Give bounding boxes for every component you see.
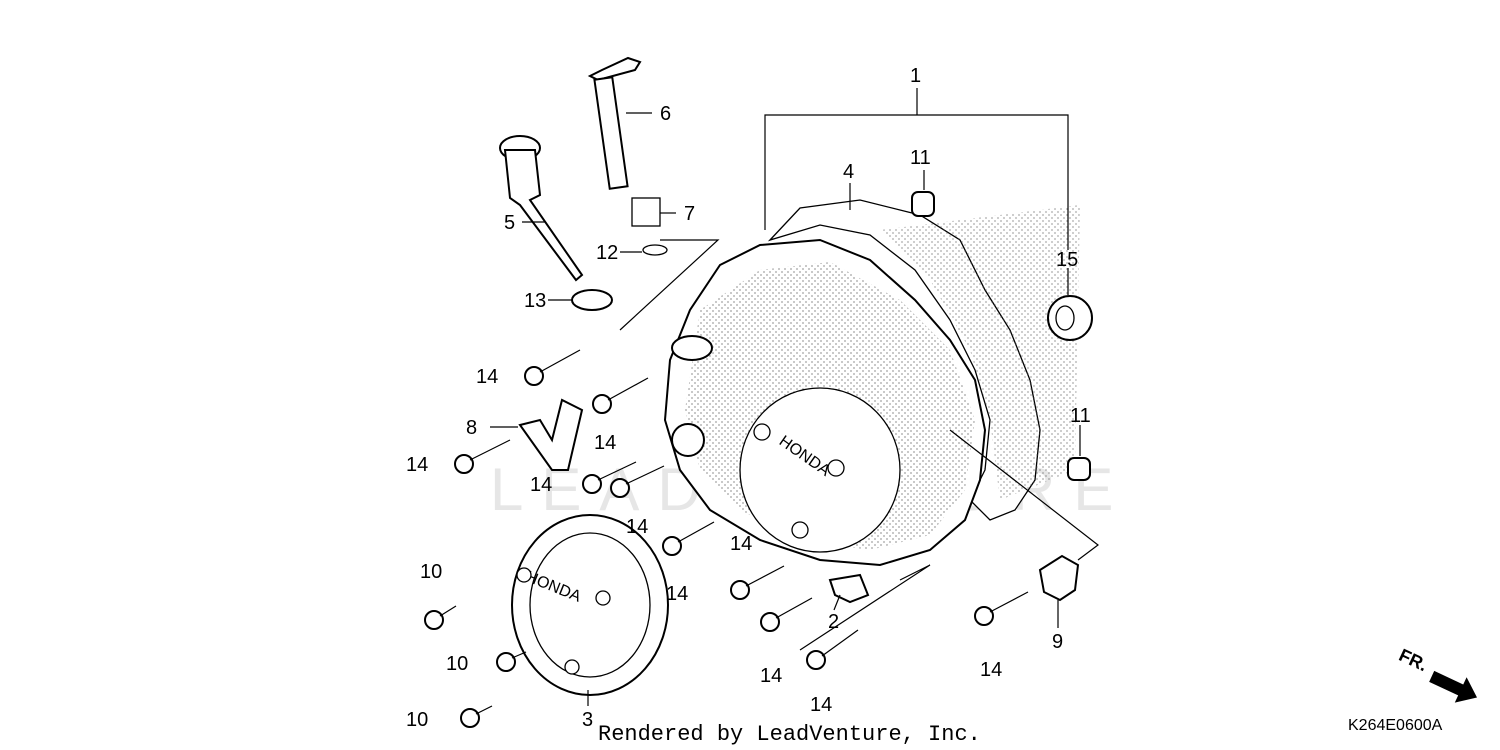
leader-lines: [490, 88, 1099, 706]
bolt-14-j: [974, 591, 1029, 626]
callout-4: 4: [843, 161, 854, 183]
callout-6: 6: [660, 103, 671, 125]
bolt-10-a: [424, 605, 457, 630]
bolt-14-a: [524, 349, 581, 386]
bolt-14-e: [610, 465, 665, 498]
callout-14h: 14: [760, 665, 782, 687]
callout-10a: 10: [420, 561, 442, 583]
bolt-group-14: [454, 349, 1029, 670]
callout-12: 12: [596, 242, 618, 264]
callout-14j: 14: [980, 659, 1002, 681]
washer-part-12: [642, 244, 668, 256]
callout-14i: 14: [810, 694, 832, 716]
bolt-14-i: [806, 629, 859, 670]
callout-14b: 14: [594, 432, 616, 454]
bolt-10-c: [460, 705, 493, 728]
callout-7: 7: [684, 203, 695, 225]
bolt-14-b: [592, 377, 649, 414]
callout-2: 2: [828, 611, 839, 633]
callout-14e: 14: [626, 516, 648, 538]
clamp-part-2: [828, 573, 870, 604]
callout-9: 9: [1052, 631, 1063, 653]
callout-14f: 14: [666, 583, 688, 605]
bolt-14-h: [760, 597, 813, 632]
callout-10b: 10: [446, 653, 468, 675]
callout-1: 1: [910, 65, 921, 87]
front-direction-label: FR.: [1396, 645, 1431, 675]
shift-spindle-part-6: [587, 56, 642, 82]
spindle-shaft: [593, 76, 629, 190]
bolt-group-10: [424, 605, 527, 728]
callout-13: 13: [524, 290, 546, 312]
inspection-port: [671, 423, 705, 457]
bolt-14-c: [454, 439, 511, 474]
bolt-boss-b: [827, 459, 845, 477]
diagram-code: K264E0600A: [1348, 717, 1443, 734]
clutch-cover-boss: [739, 387, 901, 553]
dowel-pin-lower-part-11: [1067, 457, 1091, 481]
dipstick-part-5: [503, 149, 584, 282]
outer-cover-hole-b: [595, 590, 611, 606]
shading-wedge: [880, 205, 1080, 500]
sensor-part-9: [1038, 554, 1080, 602]
bolt-14-g: [730, 565, 785, 600]
bolt-14-f: [662, 521, 715, 556]
callout-14d: 14: [530, 474, 552, 496]
dowel-pin-upper-part-11: [911, 191, 935, 217]
bolt-boss-c: [791, 521, 809, 539]
bolt-10-b: [496, 651, 527, 672]
callout-3: 3: [582, 709, 593, 731]
front-arrow-icon: [1429, 670, 1478, 703]
callout-14a: 14: [476, 366, 498, 388]
callout-8: 8: [466, 417, 477, 439]
o-ring-part-13: [571, 289, 613, 311]
render-credit: Rendered by LeadVenture, Inc.: [598, 722, 981, 747]
outer-cover-hole-a: [516, 567, 532, 583]
bolt-boss-a: [753, 423, 771, 441]
callout-labels: 1 2 3 4 5 6 7 8 9 10 10 10 11 11 12 13 1…: [406, 65, 1091, 731]
callout-10c: 10: [406, 709, 428, 731]
bearing-inner: [1055, 305, 1075, 331]
cover-inner-ring: [529, 532, 651, 678]
callout-15: 15: [1056, 249, 1078, 271]
oil-filler-neck: [671, 335, 713, 361]
bolt-14-d: [582, 461, 637, 494]
outer-cover-hole-c: [564, 659, 580, 675]
spring-body: [631, 197, 661, 227]
callout-5: 5: [504, 212, 515, 234]
callout-14c: 14: [406, 454, 428, 476]
bracket-part-8: [518, 398, 584, 471]
callout-11b: 11: [1070, 405, 1091, 427]
callout-11a: 11: [910, 147, 931, 169]
front-direction-indicator: FR.: [1396, 645, 1478, 703]
callout-14g: 14: [730, 533, 752, 555]
